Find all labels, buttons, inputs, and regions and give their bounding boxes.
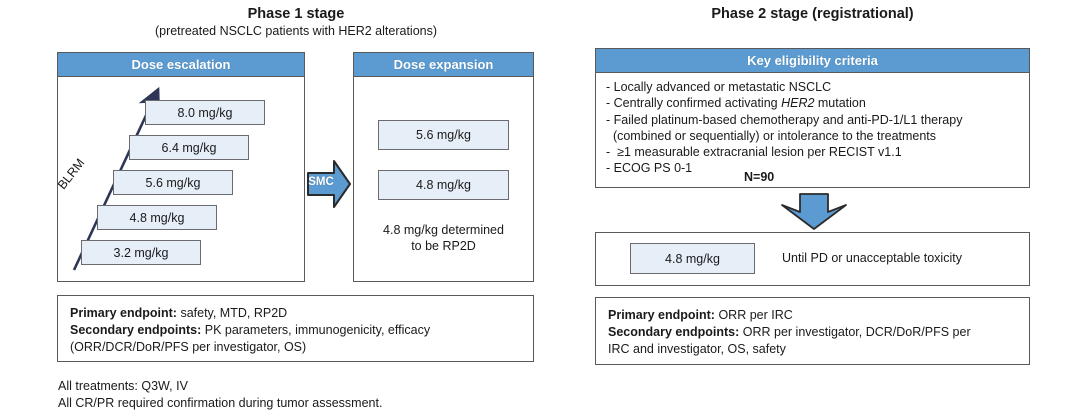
phase1-secondary-endpoint-label: Secondary endpoints: — [70, 323, 202, 337]
phase1-subtitle: (pretreated NSCLC patients with HER2 alt… — [57, 24, 535, 38]
phase1-title: Phase 1 stage — [57, 6, 535, 23]
treatment-panel — [595, 232, 1030, 286]
expansion-dose-chip: 4.8 mg/kg — [378, 170, 509, 200]
phase1-title-text: Phase 1 stage — [247, 6, 345, 22]
phase1-primary-endpoint-value: safety, MTD, RP2D — [176, 306, 288, 320]
down-arrow-icon — [781, 193, 847, 230]
treatment-dose-chip: 4.8 mg/kg — [630, 243, 755, 274]
phase2-primary-endpoint-label: Primary endpoint: — [608, 308, 715, 322]
phase2-title-text: Phase 2 stage (registrational) — [711, 6, 914, 22]
dose-expansion-header: Dose expansion — [354, 53, 533, 77]
criteria-item: - ≥1 measurable extracranial lesion per … — [606, 145, 902, 160]
phase2-secondary-endpoint-value: ORR per investigator, DCR/DoR/PFS per — [739, 325, 971, 339]
phase2-primary-endpoint-value: ORR per IRC — [714, 308, 793, 322]
her2-gene-name: HER2 — [781, 96, 815, 111]
dose-chip: 8.0 mg/kg — [145, 100, 265, 125]
criteria-item: - Failed platinum-based chemotherapy and… — [606, 112, 963, 127]
expansion-dose-chip: 5.6 mg/kg — [378, 120, 509, 150]
phase1-subtitle-text: (pretreated NSCLC patients with HER2 alt… — [154, 24, 438, 38]
eligibility-criteria-header: Key eligibility criteria — [596, 49, 1029, 73]
criteria-item: - Locally advanced or metastatic NSCLC — [606, 80, 832, 94]
phase2-secondary-endpoint-value-2: IRC and investigator, OS, safety — [608, 342, 786, 356]
dose-escalation-header: Dose escalation — [58, 53, 304, 77]
enrollment-badge: N=90 — [744, 170, 775, 184]
phase1-endpoints-text: Primary endpoint: safety, MTD, RP2D Seco… — [58, 296, 533, 365]
criteria-item: - ECOG PS 0-1 — [606, 161, 693, 176]
dose-chip: 6.4 mg/kg — [129, 135, 249, 160]
phase2-secondary-endpoint-label: Secondary endpoints: — [608, 325, 740, 339]
treatment-duration-text: Until PD or unacceptable toxicity — [782, 251, 962, 265]
criteria-item: - Centrally confirmed activating HER2 mu… — [606, 96, 866, 111]
phase1-secondary-endpoint-value: PK parameters, immunogenicity, efficacy — [201, 323, 431, 337]
smc-arrow-label: SMC — [308, 176, 334, 188]
eligibility-criteria-list: - Locally advanced or metastatic NSCLC -… — [596, 73, 1029, 177]
dose-chip: 5.6 mg/kg — [113, 170, 233, 195]
eligibility-criteria-panel: Key eligibility criteria - Locally advan… — [595, 48, 1030, 188]
phase1-endpoints-panel: Primary endpoint: safety, MTD, RP2D Seco… — [57, 295, 534, 362]
phase2-endpoints-text: Primary endpoint: ORR per IRC Secondary … — [596, 298, 1029, 367]
rp2d-note: 4.8 mg/kg determined to be RP2D — [383, 223, 504, 253]
phase1-primary-endpoint-label: Primary endpoint: — [70, 306, 177, 320]
phase2-endpoints-panel: Primary endpoint: ORR per IRC Secondary … — [595, 297, 1030, 365]
dose-expansion-panel: Dose expansion — [353, 52, 534, 282]
criteria-item: (combined or sequentially) or intoleranc… — [606, 128, 937, 143]
phase1-secondary-endpoint-value-2: (ORR/DCR/DoR/PFS per investigator, OS) — [70, 340, 307, 354]
phase1-footnotes: All treatments: Q3W, IV All CR/PR requir… — [58, 379, 383, 410]
dose-chip: 4.8 mg/kg — [97, 205, 217, 230]
smc-arrow-icon — [307, 160, 351, 208]
phase2-title: Phase 2 stage (registrational) — [595, 6, 1030, 23]
dose-chip: 3.2 mg/kg — [81, 240, 201, 265]
